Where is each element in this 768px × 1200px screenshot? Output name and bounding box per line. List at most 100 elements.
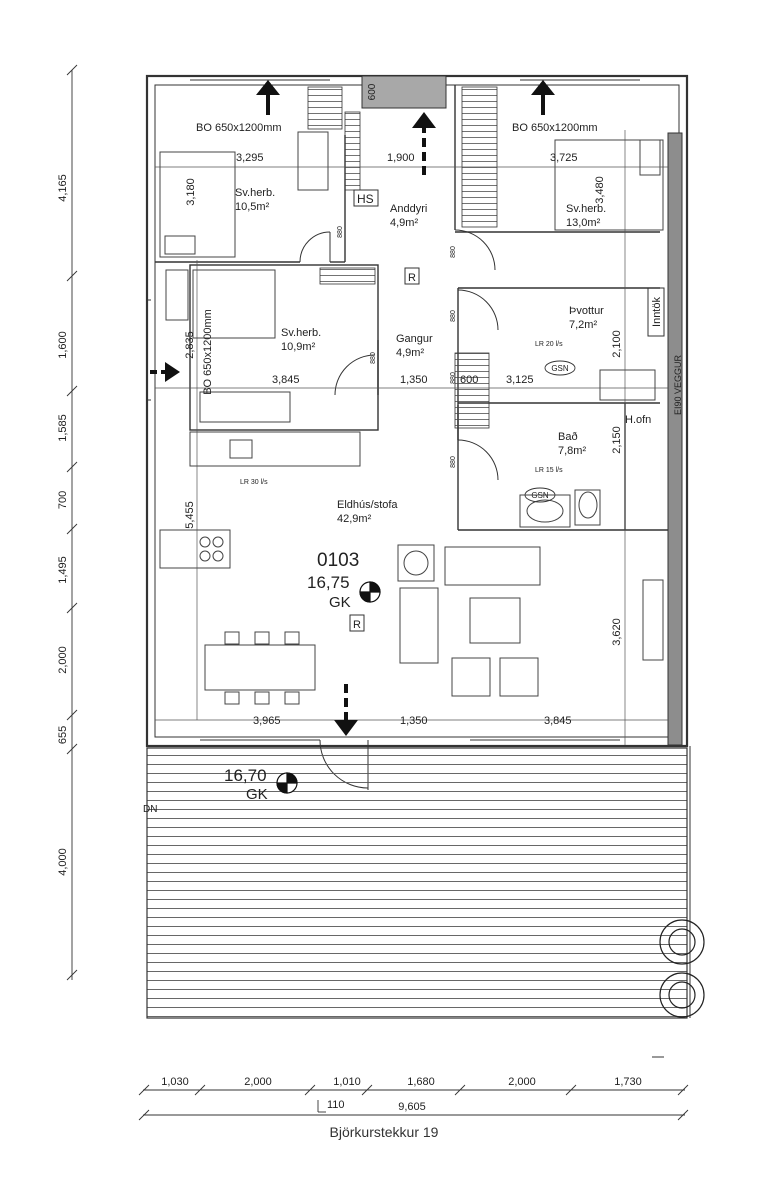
left-dim-2: 1,600 [57, 331, 69, 359]
door-width-4: 880 [370, 352, 377, 364]
room-name-bed1: Sv.herb. [235, 187, 275, 199]
entrance-canopy [361, 75, 447, 109]
r-marker-2: R [353, 619, 361, 631]
plan-caption: Björkurstekkur 19 [329, 1124, 439, 1140]
room-area-anddyri: 4,9m² [390, 217, 418, 229]
fire-wall [667, 132, 683, 746]
left-dim-8: 4,000 [57, 848, 69, 876]
r-box-2 [349, 614, 365, 632]
bottom-dim-total: 9,605 [398, 1101, 426, 1113]
dim-r3-b: 1,350 [400, 715, 428, 727]
room-name-eldhus: Eldhús/stofa [337, 499, 398, 511]
elevation-symbol-1 [359, 581, 381, 603]
dim-r2-d: 3,125 [506, 374, 534, 386]
dn-label: DN [143, 804, 157, 815]
bottom-dim-3: 1,010 [333, 1076, 361, 1088]
dim-v-2835: 2,835 [184, 331, 196, 359]
r-box-1 [404, 267, 420, 285]
dim-v-3480: 3,480 [594, 176, 606, 204]
stair-anddyri-right [461, 86, 498, 228]
room-area-eldhus: 42,9m² [337, 513, 372, 525]
bottom-dimension-chain [138, 1084, 689, 1121]
deck [146, 747, 688, 1019]
bottom-dim-6: 1,730 [614, 1076, 642, 1088]
bottom-dim-5: 2,000 [508, 1076, 536, 1088]
room-area-bad: 7,8m² [558, 445, 586, 457]
gsn-oval-1 [544, 360, 576, 376]
dim-r2-a: 3,845 [272, 374, 300, 386]
room-name-anddyri: Anddyri [390, 203, 427, 215]
lr-bad: LR 15 l/s [535, 467, 563, 474]
room-area-thvottur: 7,2m² [569, 319, 597, 331]
room-area-gangur: 4,9m² [396, 347, 424, 359]
left-dimension-chain [66, 64, 78, 981]
lr-thvottur: LR 20 l/s [535, 341, 563, 348]
room-name-gangur: Gangur [396, 333, 433, 345]
door-width-3: 880 [450, 310, 457, 322]
furniture [159, 131, 664, 705]
dim-r3-c: 3,845 [544, 715, 572, 727]
left-dim-3: 1,585 [57, 414, 69, 442]
left-dim-6: 2,000 [57, 646, 69, 674]
gsn-marker-2: GSN [531, 491, 549, 500]
left-dim-4: 700 [57, 491, 69, 509]
stair-top-left [307, 86, 343, 130]
left-dim-5: 1,495 [57, 556, 69, 584]
unit-code: 0103 [317, 550, 359, 571]
dim-r3-a: 3,965 [253, 715, 281, 727]
bottom-dim-2: 2,000 [244, 1076, 272, 1088]
interior-elevation: 16,75 [307, 573, 350, 592]
dim-r1-c: 3,725 [550, 152, 578, 164]
hofn-label: H.ofn [625, 414, 651, 426]
stair-hall [454, 352, 490, 429]
inntok-label: Inntök [651, 297, 663, 327]
lr-eldhus: LR 30 l/s [240, 479, 268, 486]
door-width-5: 880 [450, 372, 457, 384]
door-swings [299, 229, 499, 790]
room-name-thvottur: Þvottur [569, 305, 604, 317]
deck-elevation: 16,70 [224, 766, 267, 785]
room-name-bed3: Sv.herb. [566, 203, 606, 215]
dim-r1-a: 3,295 [236, 152, 264, 164]
door-width-1: 880 [337, 226, 344, 238]
dim-r2-c: 600 [460, 374, 478, 386]
room-name-bed2: Sv.herb. [281, 327, 321, 339]
dim-v-2100: 2,100 [611, 330, 623, 358]
deck-elevation-gk: GK [246, 786, 268, 803]
hs-box [353, 189, 379, 207]
interior-elevation-gk: GK [329, 594, 351, 611]
gsn-marker-1: GSN [551, 364, 569, 373]
inntok-box [647, 287, 665, 337]
window-label-top-right: BO 650x1200mm [512, 122, 598, 134]
window-label-top-left: BO 650x1200mm [196, 122, 282, 134]
interior-dimension-lines [155, 130, 668, 745]
room-area-bed2: 10,9m² [281, 341, 316, 353]
door-width-6: 880 [450, 456, 457, 468]
dim-v-3180: 3,180 [185, 178, 197, 206]
bottom-dim-4: 1,680 [407, 1076, 435, 1088]
room-name-bad: Bað [558, 431, 578, 443]
elevation-symbol-2 [276, 772, 298, 794]
left-dim-1: 4,165 [57, 174, 69, 202]
dim-v-2150: 2,150 [611, 426, 623, 454]
room-area-bed1: 10,5m² [235, 201, 270, 213]
r-marker-1: R [408, 272, 416, 284]
dim-v-5455: 5,455 [184, 501, 196, 529]
fire-wall-label: EI90 VEGGUR [673, 354, 683, 415]
trees [659, 919, 705, 1018]
stair-anddyri-left [344, 111, 361, 191]
left-dim-7: 655 [57, 726, 69, 744]
dim-r1-b: 1,900 [387, 152, 415, 164]
exit-arrows [150, 80, 555, 736]
bottom-dim-small: 110 [327, 1099, 345, 1111]
dim-r2-b: 1,350 [400, 374, 428, 386]
door-width-2: 880 [450, 246, 457, 258]
dim-v-3620: 3,620 [611, 618, 623, 646]
hs-marker: HS [357, 192, 374, 206]
wardrobe-bed2 [319, 267, 376, 285]
window-label-left: BO 650x1200mm [202, 309, 214, 395]
gsn-oval-2 [524, 487, 556, 503]
canopy-label: 600 [367, 83, 378, 100]
bottom-dim-1: 1,030 [161, 1076, 189, 1088]
